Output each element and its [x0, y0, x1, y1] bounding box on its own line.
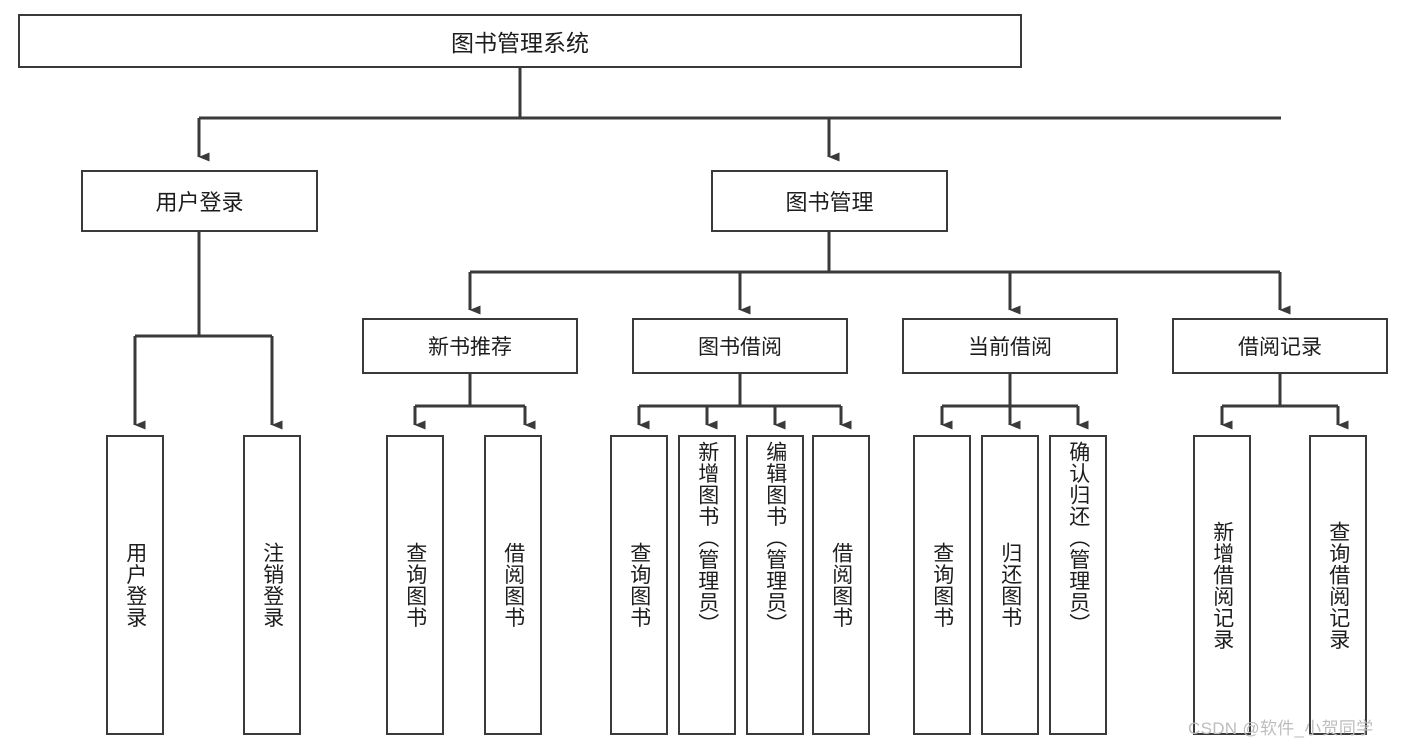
leaf-recommend-query-book[interactable]: 查询图书 — [386, 435, 444, 735]
leaf-borrow-borrow-book[interactable]: 借阅图书 — [812, 435, 870, 735]
node-borrow-record[interactable]: 借阅记录 — [1172, 318, 1388, 374]
watermark-text: CSDN @软件_小贺同学 — [1188, 719, 1374, 738]
leaf-label: 归还图书 — [998, 542, 1022, 628]
node-borrow-record-label: 借阅记录 — [1238, 336, 1322, 359]
node-new-book-recommend-label: 新书推荐 — [428, 336, 512, 359]
leaf-label: 查询借阅记录 — [1326, 520, 1350, 650]
leaf-recommend-borrow-book[interactable]: 借阅图书 — [484, 435, 542, 735]
leaf-borrow-edit-book[interactable]: 编辑图书（管理员） — [746, 435, 804, 735]
leaf-current-return-book[interactable]: 归还图书 — [981, 435, 1039, 735]
node-book-management[interactable]: 图书管理 — [711, 170, 948, 232]
leaf-label: 查询图书 — [930, 542, 954, 628]
leaf-label: 新增借阅记录 — [1210, 520, 1234, 650]
node-book-management-label: 图书管理 — [785, 190, 874, 215]
leaf-borrow-add-book[interactable]: 新增图书（管理员） — [678, 435, 736, 735]
node-current-borrow-label: 当前借阅 — [968, 336, 1052, 359]
leaf-record-query-record[interactable]: 查询借阅记录 — [1309, 435, 1367, 735]
leaf-current-query-book[interactable]: 查询图书 — [913, 435, 971, 735]
node-root-label: 图书管理系统 — [451, 30, 589, 56]
leaf-record-add-record[interactable]: 新增借阅记录 — [1193, 435, 1251, 735]
node-current-borrow[interactable]: 当前借阅 — [902, 318, 1118, 374]
leaf-label: 借阅图书 — [501, 542, 525, 628]
leaf-borrow-query-book[interactable]: 查询图书 — [610, 435, 668, 735]
leaf-user-login-login[interactable]: 用户登录 — [106, 435, 164, 735]
node-book-borrow-label: 图书借阅 — [698, 336, 782, 359]
leaf-user-login-logout[interactable]: 注销登录 — [243, 435, 301, 735]
leaf-label: 用户登录 — [123, 542, 147, 628]
leaf-label: 新增图书（管理员） — [695, 441, 719, 635]
node-user-login-label: 用户登录 — [155, 190, 244, 215]
node-book-borrow[interactable]: 图书借阅 — [632, 318, 848, 374]
leaf-label: 编辑图书（管理员） — [763, 441, 787, 635]
leaf-label: 查询图书 — [627, 542, 651, 628]
node-root[interactable]: 图书管理系统 — [18, 14, 1022, 68]
leaf-label: 注销登录 — [260, 542, 284, 628]
leaf-label: 借阅图书 — [829, 542, 853, 628]
leaf-label: 查询图书 — [403, 542, 427, 628]
node-user-login[interactable]: 用户登录 — [81, 170, 318, 232]
node-new-book-recommend[interactable]: 新书推荐 — [362, 318, 578, 374]
leaf-current-confirm-return[interactable]: 确认归还（管理员） — [1049, 435, 1107, 735]
leaf-label: 确认归还（管理员） — [1066, 441, 1090, 635]
